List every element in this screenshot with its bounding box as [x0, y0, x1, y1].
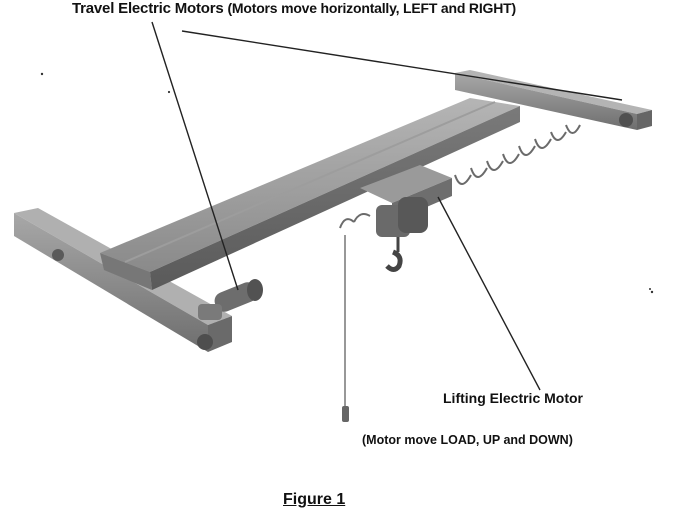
figure-caption: Figure 1	[283, 491, 346, 508]
leader-lifting	[437, 196, 541, 391]
travel-motors-title: Travel Electric Motors	[72, 0, 224, 17]
hoist-trolley	[360, 165, 452, 272]
pendant-control	[342, 235, 349, 422]
leader-travel-right	[181, 30, 623, 101]
scan-specks	[40, 72, 654, 294]
bridge-girder	[100, 98, 520, 290]
lifting-motor-title: Lifting Electric Motor	[443, 390, 583, 406]
lifting-motor-note: (Motor move LOAD, UP and DOWN)	[362, 433, 573, 447]
travel-motors-note: (Motors move horizontally, LEFT and RIGH…	[227, 0, 516, 16]
travel-motor-left	[198, 279, 263, 320]
festoon-cables	[339, 124, 581, 229]
leader-travel-left	[151, 21, 239, 291]
travel-motors-label: Travel Electric Motors (Motors move hori…	[72, 0, 516, 17]
leader-lines	[151, 21, 623, 391]
